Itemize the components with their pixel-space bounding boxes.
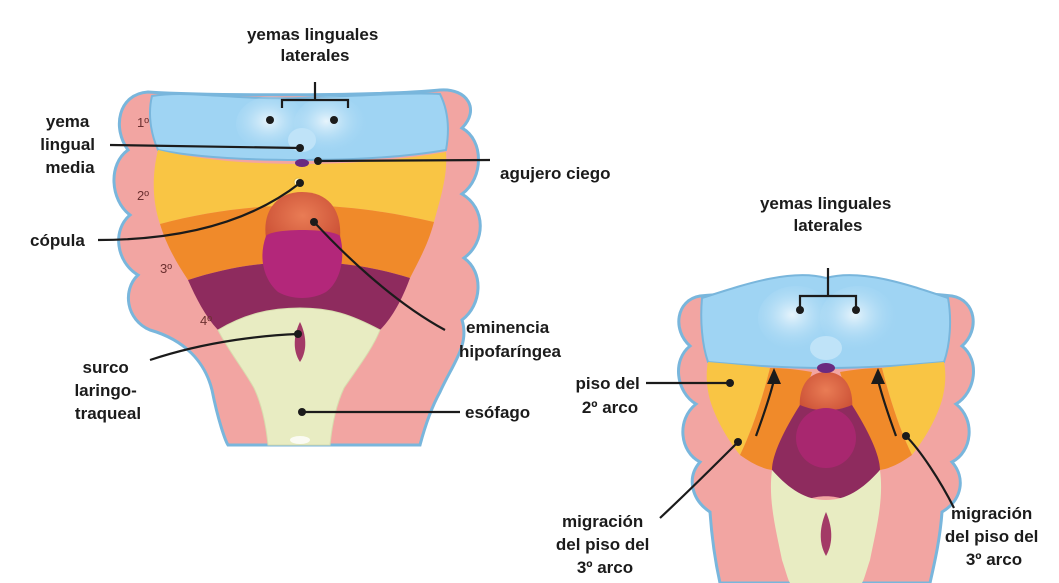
label-copula: cópula [30, 231, 85, 250]
label-agujero-ciego: agujero ciego [500, 164, 611, 183]
foramen-cecum [295, 159, 309, 167]
label-migracion-left: migración del piso del 3º arco [556, 512, 654, 577]
label-yema-lingual-media: yema lingual media [40, 112, 100, 177]
arch-number-1: 1º [137, 115, 149, 130]
label-piso-2-arco: piso del 2º arco [576, 374, 645, 417]
left-diagram: 1º 2º 3º 4º [98, 82, 490, 445]
arch-number-4: 4º [200, 313, 212, 328]
label-yemas-linguales-laterales-right: yemas linguales laterales [760, 194, 896, 235]
right-hypopharyngeal-eminence [796, 408, 856, 468]
arch-number-3: 3º [160, 261, 172, 276]
label-yemas-linguales-laterales-left: yemas linguales laterales [247, 25, 383, 65]
label-surco-laringotraqueal: surco laringo- traqueal [74, 358, 141, 423]
label-esofago: esófago [465, 403, 530, 422]
label-migracion-right: migración del piso del 3º arco [945, 504, 1043, 569]
label-eminencia-hipofaringea: eminencia hipofaríngea [459, 318, 562, 361]
arch-number-2: 2º [137, 188, 149, 203]
right-diagram [646, 268, 973, 583]
